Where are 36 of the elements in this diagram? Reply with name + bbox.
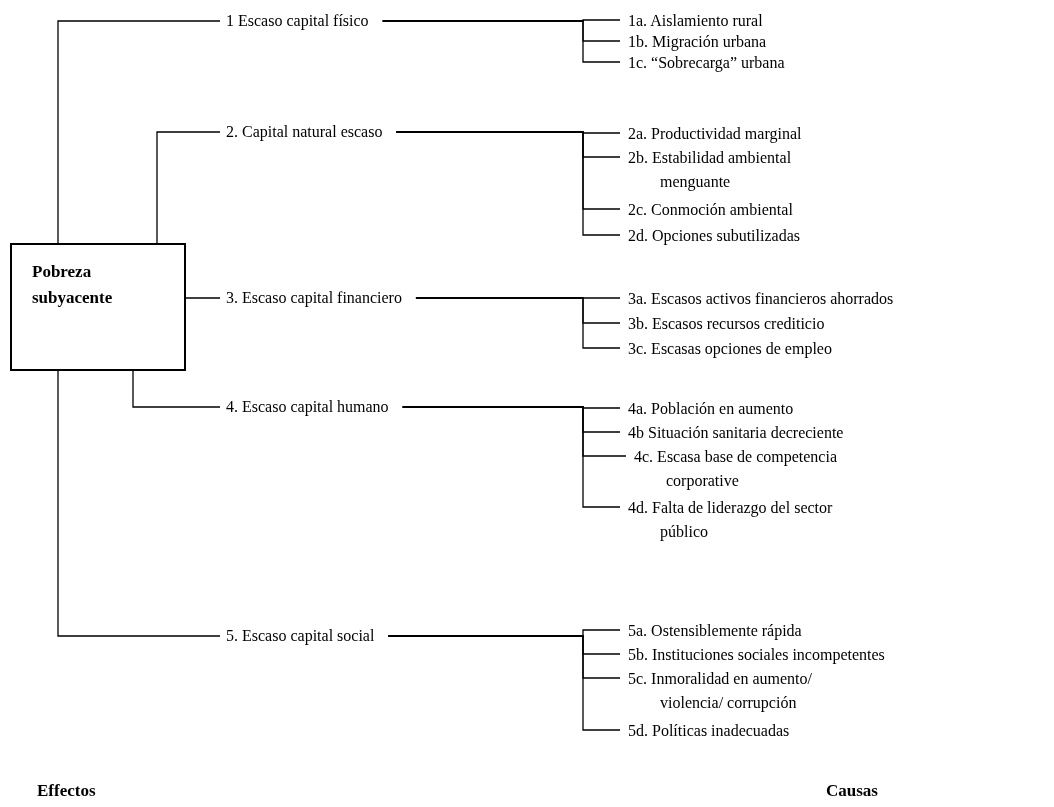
effect-text: 2. Capital natural escaso xyxy=(226,120,383,144)
connector-line xyxy=(57,20,221,244)
cause-text: 3b. Escasos recursos crediticio xyxy=(628,312,825,336)
connector-line xyxy=(402,406,621,508)
cause-text: 1a. Aislamiento rural xyxy=(628,9,763,33)
effect-text: 3. Escaso capital financiero xyxy=(226,286,402,310)
cause-text: 5d. Políticas inadecuadas xyxy=(628,719,790,743)
cause-text: 2d. Opciones subutilizadas xyxy=(628,224,800,248)
cause-text: 3a. Escasos activos financieros ahorrados xyxy=(628,287,894,311)
cause-text: 4a. Población en aumento xyxy=(628,397,794,421)
cause-text: 4c. Escasa base de competencia corporative xyxy=(634,445,874,493)
cause-text: 5c. Inmoralidad en aumento/ violencia/ corrupción xyxy=(628,667,868,715)
cause-text: 2c. Conmoción ambiental xyxy=(628,198,793,222)
effect-text: 1 Escaso capital físico xyxy=(226,9,369,33)
cause-text: 3c. Escasas opciones de empleo xyxy=(628,337,832,361)
cause-text: 1b. Migración urbana xyxy=(628,30,767,54)
effect-text: 4. Escaso capital humano xyxy=(226,395,389,419)
column-heading: Causas xyxy=(826,780,878,802)
connector-line xyxy=(156,131,221,244)
column-heading: Effectos xyxy=(37,780,96,802)
cause-text: 5b. Instituciones sociales incompetentes xyxy=(628,643,885,667)
connector-line xyxy=(57,370,221,637)
problem-box: Pobreza subyacente xyxy=(10,243,186,371)
cause-text: 4d. Falta de liderazgo del sector público xyxy=(628,496,868,544)
cause-text: 2b. Estabilidad ambiental menguante xyxy=(628,146,858,194)
cause-text: 4b Situación sanitaria decreciente xyxy=(628,421,844,445)
connector-line xyxy=(185,297,221,299)
connector-line xyxy=(395,131,621,236)
effect-text: 5. Escaso capital social xyxy=(226,624,375,648)
connector-line xyxy=(387,635,621,731)
connector-line xyxy=(415,297,621,349)
cause-text: 2a. Productividad marginal xyxy=(628,122,802,146)
cause-text: 1c. “Sobrecarga” urbana xyxy=(628,51,785,75)
cause-text: 5a. Ostensiblemente rápida xyxy=(628,619,802,643)
connector-line xyxy=(132,370,221,408)
connector-line xyxy=(382,20,621,63)
